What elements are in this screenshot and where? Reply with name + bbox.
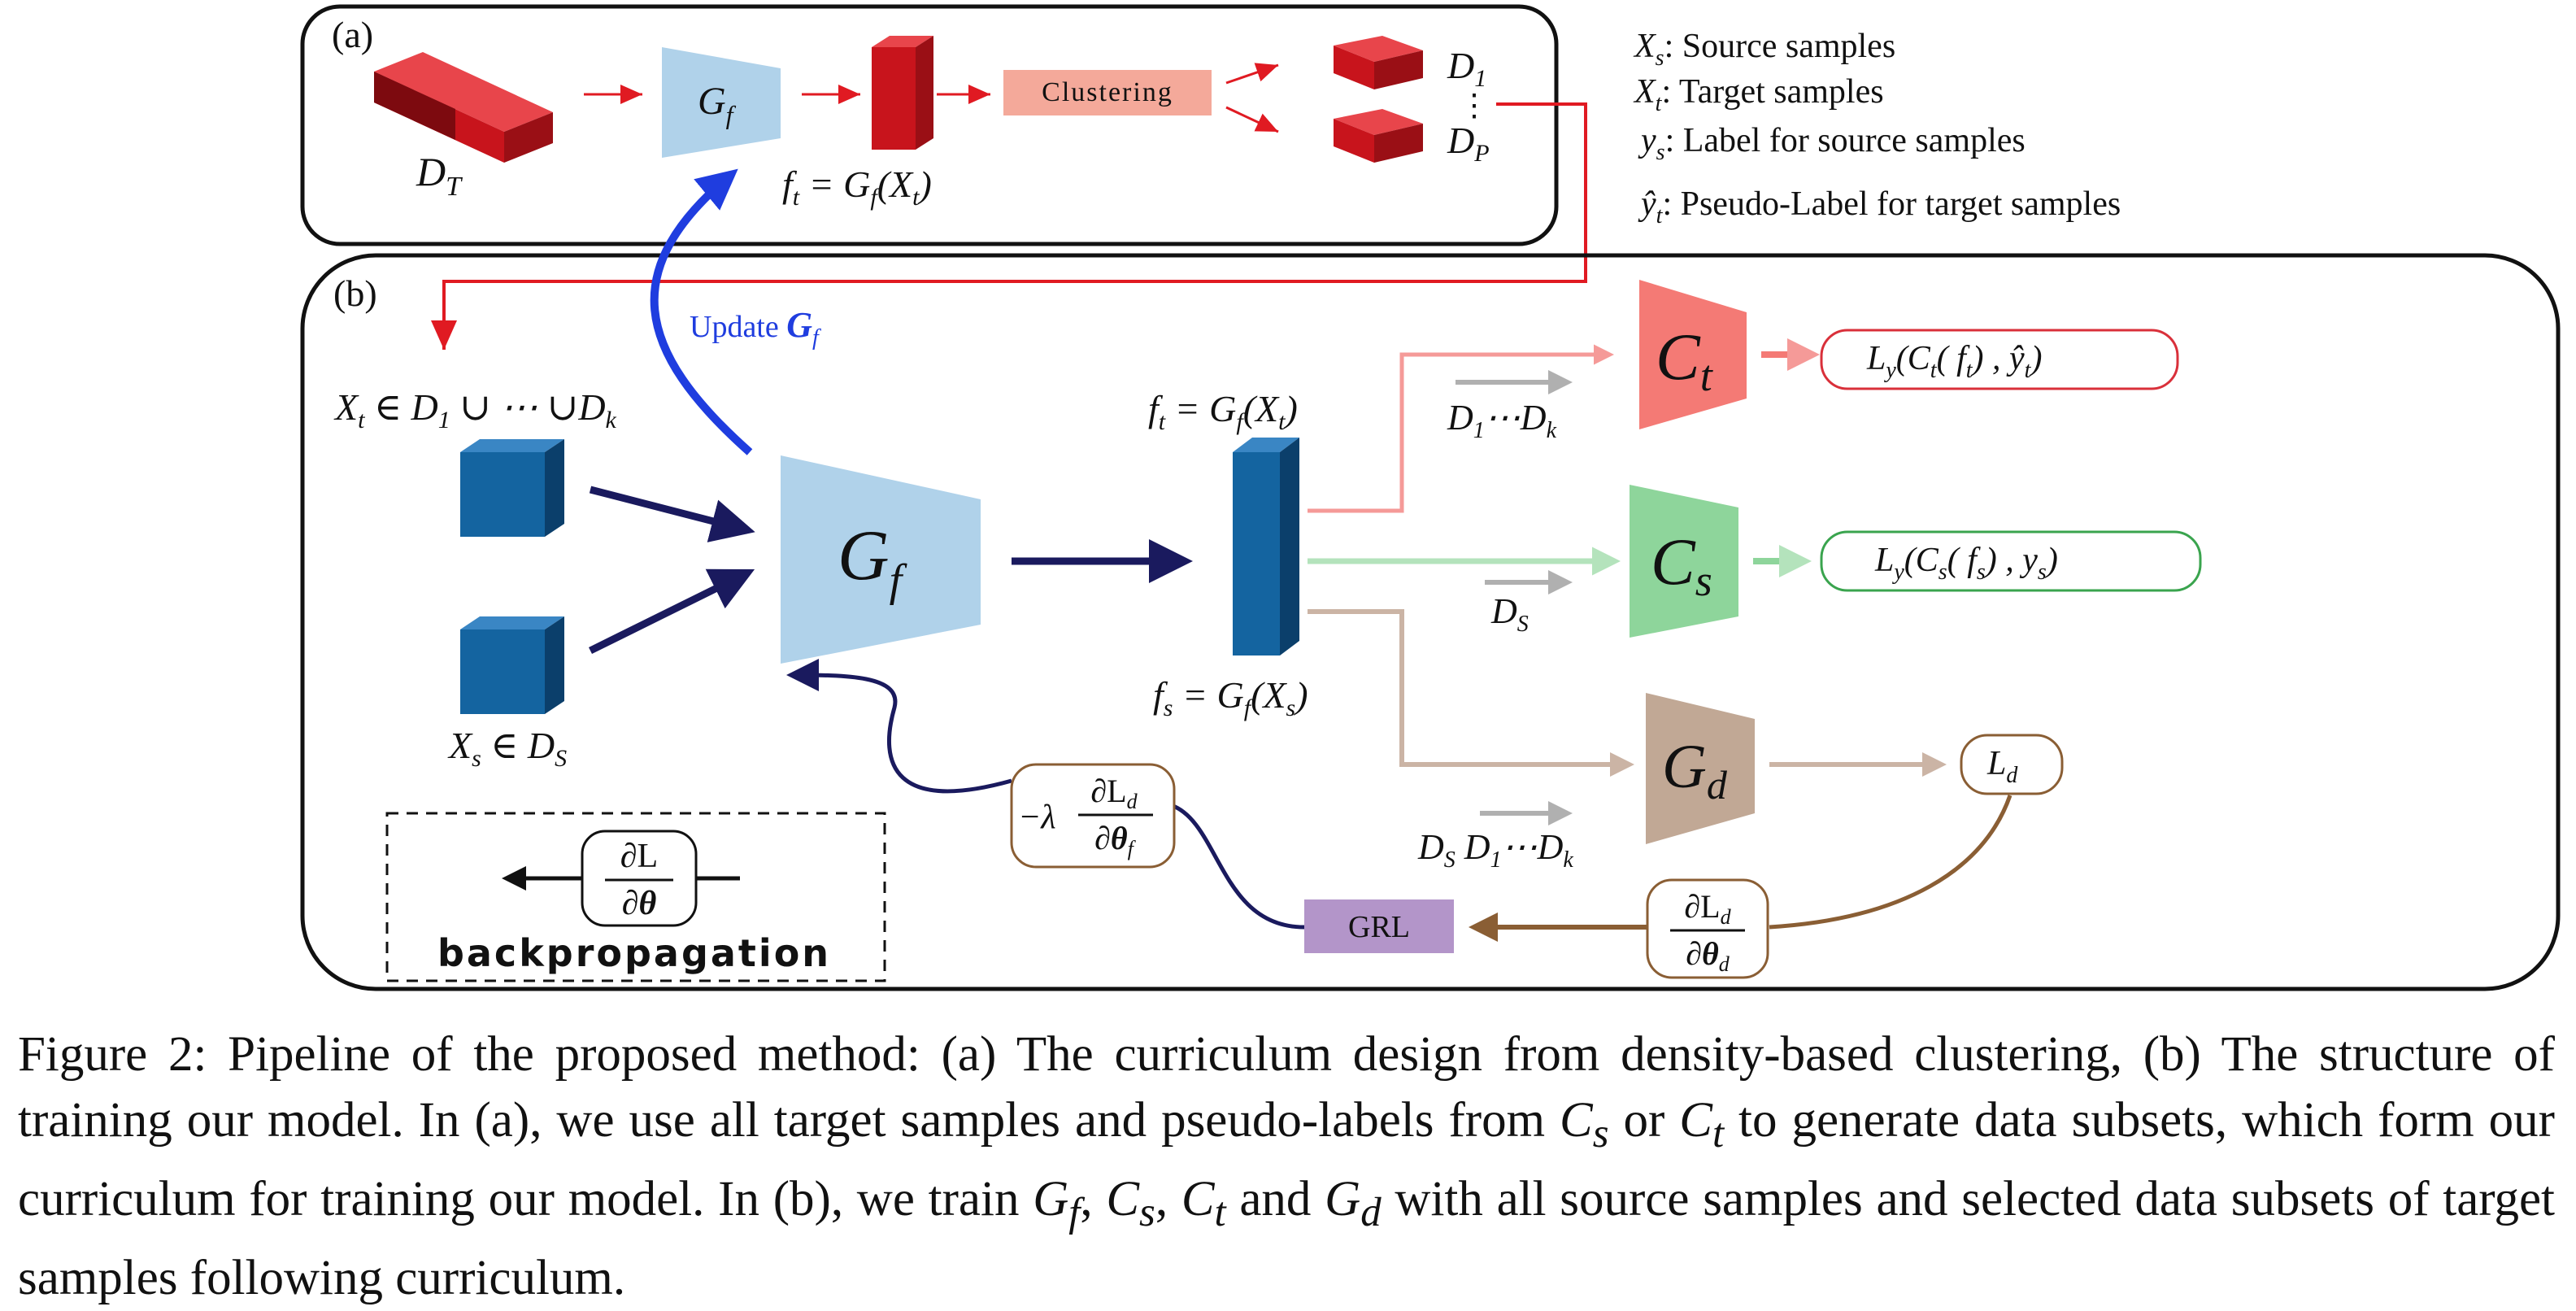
panel-a-frame: [300, 4, 1559, 246]
classifier-cs: [1630, 485, 1738, 638]
svg-text:∂L: ∂L: [620, 838, 658, 875]
classifier-ct: [1639, 280, 1747, 429]
target-set-label: Xt ∈ D1 ∪ ⋯ ∪Dk: [333, 386, 617, 433]
svg-text:∂Ld: ∂Ld: [1090, 773, 1138, 813]
update-gf-arrow: [650, 168, 753, 455]
figure-caption: Figure 2: Pipeline of the proposed metho…: [18, 1027, 2556, 1306]
svg-text:∂θd: ∂θd: [1686, 935, 1730, 976]
classifier-ct-label: Ct: [1656, 320, 1714, 400]
loss-ld-text: Ld: [1986, 745, 2018, 788]
branch-to-gd: [1308, 609, 1634, 777]
svg-text:−λ: −λ: [1018, 799, 1056, 836]
source-set-label: Xs ∈ DS: [447, 725, 567, 772]
arrow-target-to-gf: [589, 486, 755, 542]
panel-b-frame: [300, 253, 2561, 991]
ft-equation-a: ft = Gf(Xt): [782, 163, 932, 211]
legend-xt: Xt: Target samples: [1633, 73, 1884, 116]
discriminator-gd: [1646, 693, 1755, 844]
backprop-legend-fraction: ∂L ∂θ: [605, 838, 673, 922]
pipeline-figure: (a) DT Gf ft = Gf(Xt) Clustering D1 ⋮ DP: [300, 4, 2561, 991]
subset-d1-label: D1: [1447, 45, 1486, 92]
loss-ct-text: Ly(Ct( ft) , ŷt): [1866, 340, 2042, 383]
subset-d1-block: [1334, 36, 1423, 89]
ft-equation-b: ft = Gf(Xt): [1148, 388, 1298, 435]
svg-text:∂θ: ∂θ: [622, 885, 657, 922]
subset-vdots: ⋮: [1459, 89, 1490, 123]
generator-gf-b: [781, 455, 981, 664]
target-domain-block: [374, 52, 553, 163]
update-gf-label: Update Gf: [690, 305, 821, 351]
generator-gf-a: [662, 47, 781, 158]
legend-ys: ys: Label for source samples: [1638, 122, 2026, 165]
grl-box: [1304, 899, 1454, 953]
grl-label: GRL: [1348, 910, 1410, 944]
backprop-legend-label: backpropagation: [437, 931, 831, 975]
ld-gradient-curve: [1769, 795, 2012, 930]
grad-thetad-fraction: ∂Ld ∂θd: [1670, 888, 1745, 976]
target-sample-cube: [460, 439, 564, 537]
panel-b-label: (b): [333, 272, 377, 314]
clustering-label: Clustering: [1042, 77, 1173, 107]
arrow-cluster-to-d1: [1225, 63, 1279, 85]
backprop-legend-box: [581, 830, 698, 927]
loss-cs-text: Ly(Cs( fs) , ys): [1874, 542, 2058, 585]
panel-a-label: (a): [332, 14, 373, 55]
loss-cs-box: [1820, 530, 2202, 592]
subset-feedback-line: [431, 102, 1587, 350]
discriminator-gd-label: Gd: [1662, 733, 1728, 808]
loss-ld-box: [1960, 734, 2064, 795]
loss-ct-box: [1820, 329, 2179, 390]
ct-data-label: D1⋯Dk: [1447, 398, 1557, 443]
svg-text:∂θf: ∂θf: [1094, 820, 1137, 860]
grad-thetaf-fraction: −λ ∂Ld ∂θf: [1018, 773, 1153, 860]
subset-dp-label: DP: [1447, 120, 1490, 167]
fs-equation-b: fs = Gf(Xs): [1153, 674, 1308, 721]
reversed-gradient-curve: [790, 675, 1305, 930]
classifier-cs-label: Cs: [1651, 525, 1712, 605]
legend-xs: Xs: Source samples: [1633, 28, 1895, 71]
gd-data-label: DS D1⋯Dk: [1417, 827, 1573, 873]
source-sample-cube: [460, 616, 564, 714]
legend-yt: ŷt: Pseudo-Label for target samples: [1638, 185, 2121, 229]
svg-text:∂Ld: ∂Ld: [1684, 888, 1731, 929]
clustering-box: [1003, 70, 1212, 115]
feature-vector-b: [1233, 438, 1299, 656]
target-domain-label: DT: [416, 149, 463, 202]
branch-to-ct: [1308, 344, 1614, 513]
cs-data-label: DS: [1490, 591, 1529, 637]
target-feature-a: [872, 36, 933, 150]
subset-dp-block: [1334, 109, 1423, 163]
notation-legend: Xs: Source samples Xt: Target samples ys…: [1633, 28, 2121, 229]
arrow-cluster-to-dp: [1225, 106, 1279, 133]
arrow-source-to-gf: [589, 568, 755, 655]
